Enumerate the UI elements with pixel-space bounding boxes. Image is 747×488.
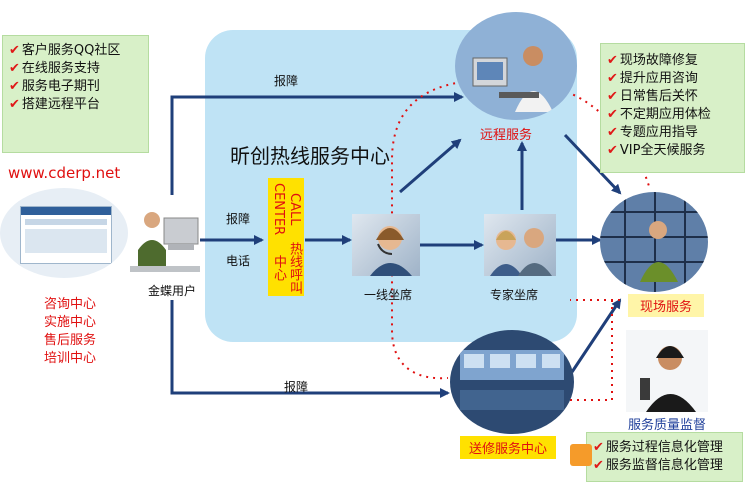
center-implement: 实施中心 [43,315,96,330]
arrow-user-to-remote [170,92,464,195]
check-icon: ✔ [607,143,618,158]
user-label: 金蝶用户 [148,284,197,298]
online-service-item: ✔服务电子期刊 [9,78,148,96]
edge-label-bottom: 报障 [284,380,309,394]
online-service-item: ✔客户服务QQ社区 [9,42,148,60]
edge-label-phone: 电话 [226,254,251,268]
check-icon: ✔ [607,125,618,140]
management-item-label: 服务监督信息化管理 [605,458,723,473]
remote-service-photo [455,12,577,120]
hub-title: 昕创热线服务中心 [230,144,390,168]
online-service-item-label: 在线服务支持 [21,61,100,76]
check-icon: ✔ [9,97,20,112]
onsite-service-item: ✔现场故障修复 [607,52,744,70]
repair-service-label: 送修服务中心 [460,436,556,459]
check-icon: ✔ [607,71,618,86]
check-icon: ✔ [607,107,618,122]
arrow-repair-to-onsite [570,298,622,373]
online-service-item: ✔在线服务支持 [9,60,148,78]
online-service-item-label: 客户服务QQ社区 [21,43,121,58]
management-item: ✔服务监督信息化管理 [593,457,742,475]
onsite-service-item: ✔不定期应用体检 [607,106,744,124]
dotted-loop-remote-repair [391,81,463,380]
online-service-item: ✔搭建远程平台 [9,96,148,114]
repair-service-photo [450,330,574,434]
check-icon: ✔ [9,79,20,94]
onsite-service-label: 现场服务 [628,294,704,317]
call-center-en: CALL CENTER [271,183,302,236]
onsite-service-item-label: 日常售后关怀 [619,89,698,104]
dotted-line-remote-onsite [559,89,651,191]
edge-label-top: 报障 [274,74,299,88]
onsite-service-item: ✔提升应用咨询 [607,70,744,88]
centers-list: 咨询中心 实施中心 售后服务 培训中心 [38,296,102,368]
dotted-line-repair-onsite [570,300,613,401]
remote-service-label: 远程服务 [480,128,533,143]
check-icon: ✔ [593,440,604,455]
website-link[interactable]: www.cderp.net [8,164,121,182]
management-item-label: 服务过程信息化管理 [605,440,723,455]
onsite-service-item: ✔VIP全天候服务 [607,142,744,160]
first-line-photo [352,214,420,276]
first-line-label: 一线坐席 [364,288,413,302]
quality-supervision-photo [626,330,708,412]
quality-supervision-label: 服务质量监督 [628,418,707,433]
center-consult: 咨询中心 [43,297,96,312]
online-services-box: ✔客户服务QQ社区✔在线服务支持✔服务电子期刊✔搭建远程平台 [2,35,149,153]
webpage-thumbnail [20,206,112,264]
onsite-service-item: ✔日常售后关怀 [607,88,744,106]
onsite-service-item: ✔专题应用指导 [607,124,744,142]
check-icon: ✔ [9,43,20,58]
call-center-cn: 热线呼叫中心 [271,242,302,295]
onsite-services-box: ✔现场故障修复✔提升应用咨询✔日常售后关怀✔不定期应用体检✔专题应用指导✔VIP… [600,43,745,173]
onsite-service-item-label: 专题应用指导 [619,125,698,140]
check-icon: ✔ [9,61,20,76]
center-aftersales: 售后服务 [43,333,96,348]
arrow-user-to-repair [170,300,450,398]
onsite-service-item-label: 不定期应用体检 [619,107,711,122]
onsite-service-photo [600,192,708,292]
website-screenshot [0,188,128,278]
expert-photo [484,214,556,276]
arrow-firstline-to-remote [399,138,462,194]
arrow-remote-to-onsite [563,133,622,195]
online-service-item-label: 搭建远程平台 [21,97,100,112]
onsite-service-item-label: VIP全天候服务 [619,143,706,158]
check-icon: ✔ [607,53,618,68]
expert-label: 专家坐席 [490,288,539,302]
edge-label-middle: 报障 [226,212,251,226]
check-icon: ✔ [593,458,604,473]
center-training: 培训中心 [43,351,96,366]
decorative-orange-square [570,444,592,466]
call-center-box: CALL CENTER 热线呼叫中心 [268,178,304,296]
management-box: ✔服务过程信息化管理✔服务监督信息化管理 [586,432,743,482]
online-service-item-label: 服务电子期刊 [21,79,100,94]
check-icon: ✔ [607,89,618,104]
onsite-service-item-label: 提升应用咨询 [619,71,698,86]
onsite-service-item-label: 现场故障修复 [619,53,698,68]
management-item: ✔服务过程信息化管理 [593,439,742,457]
user-icon [128,200,202,276]
